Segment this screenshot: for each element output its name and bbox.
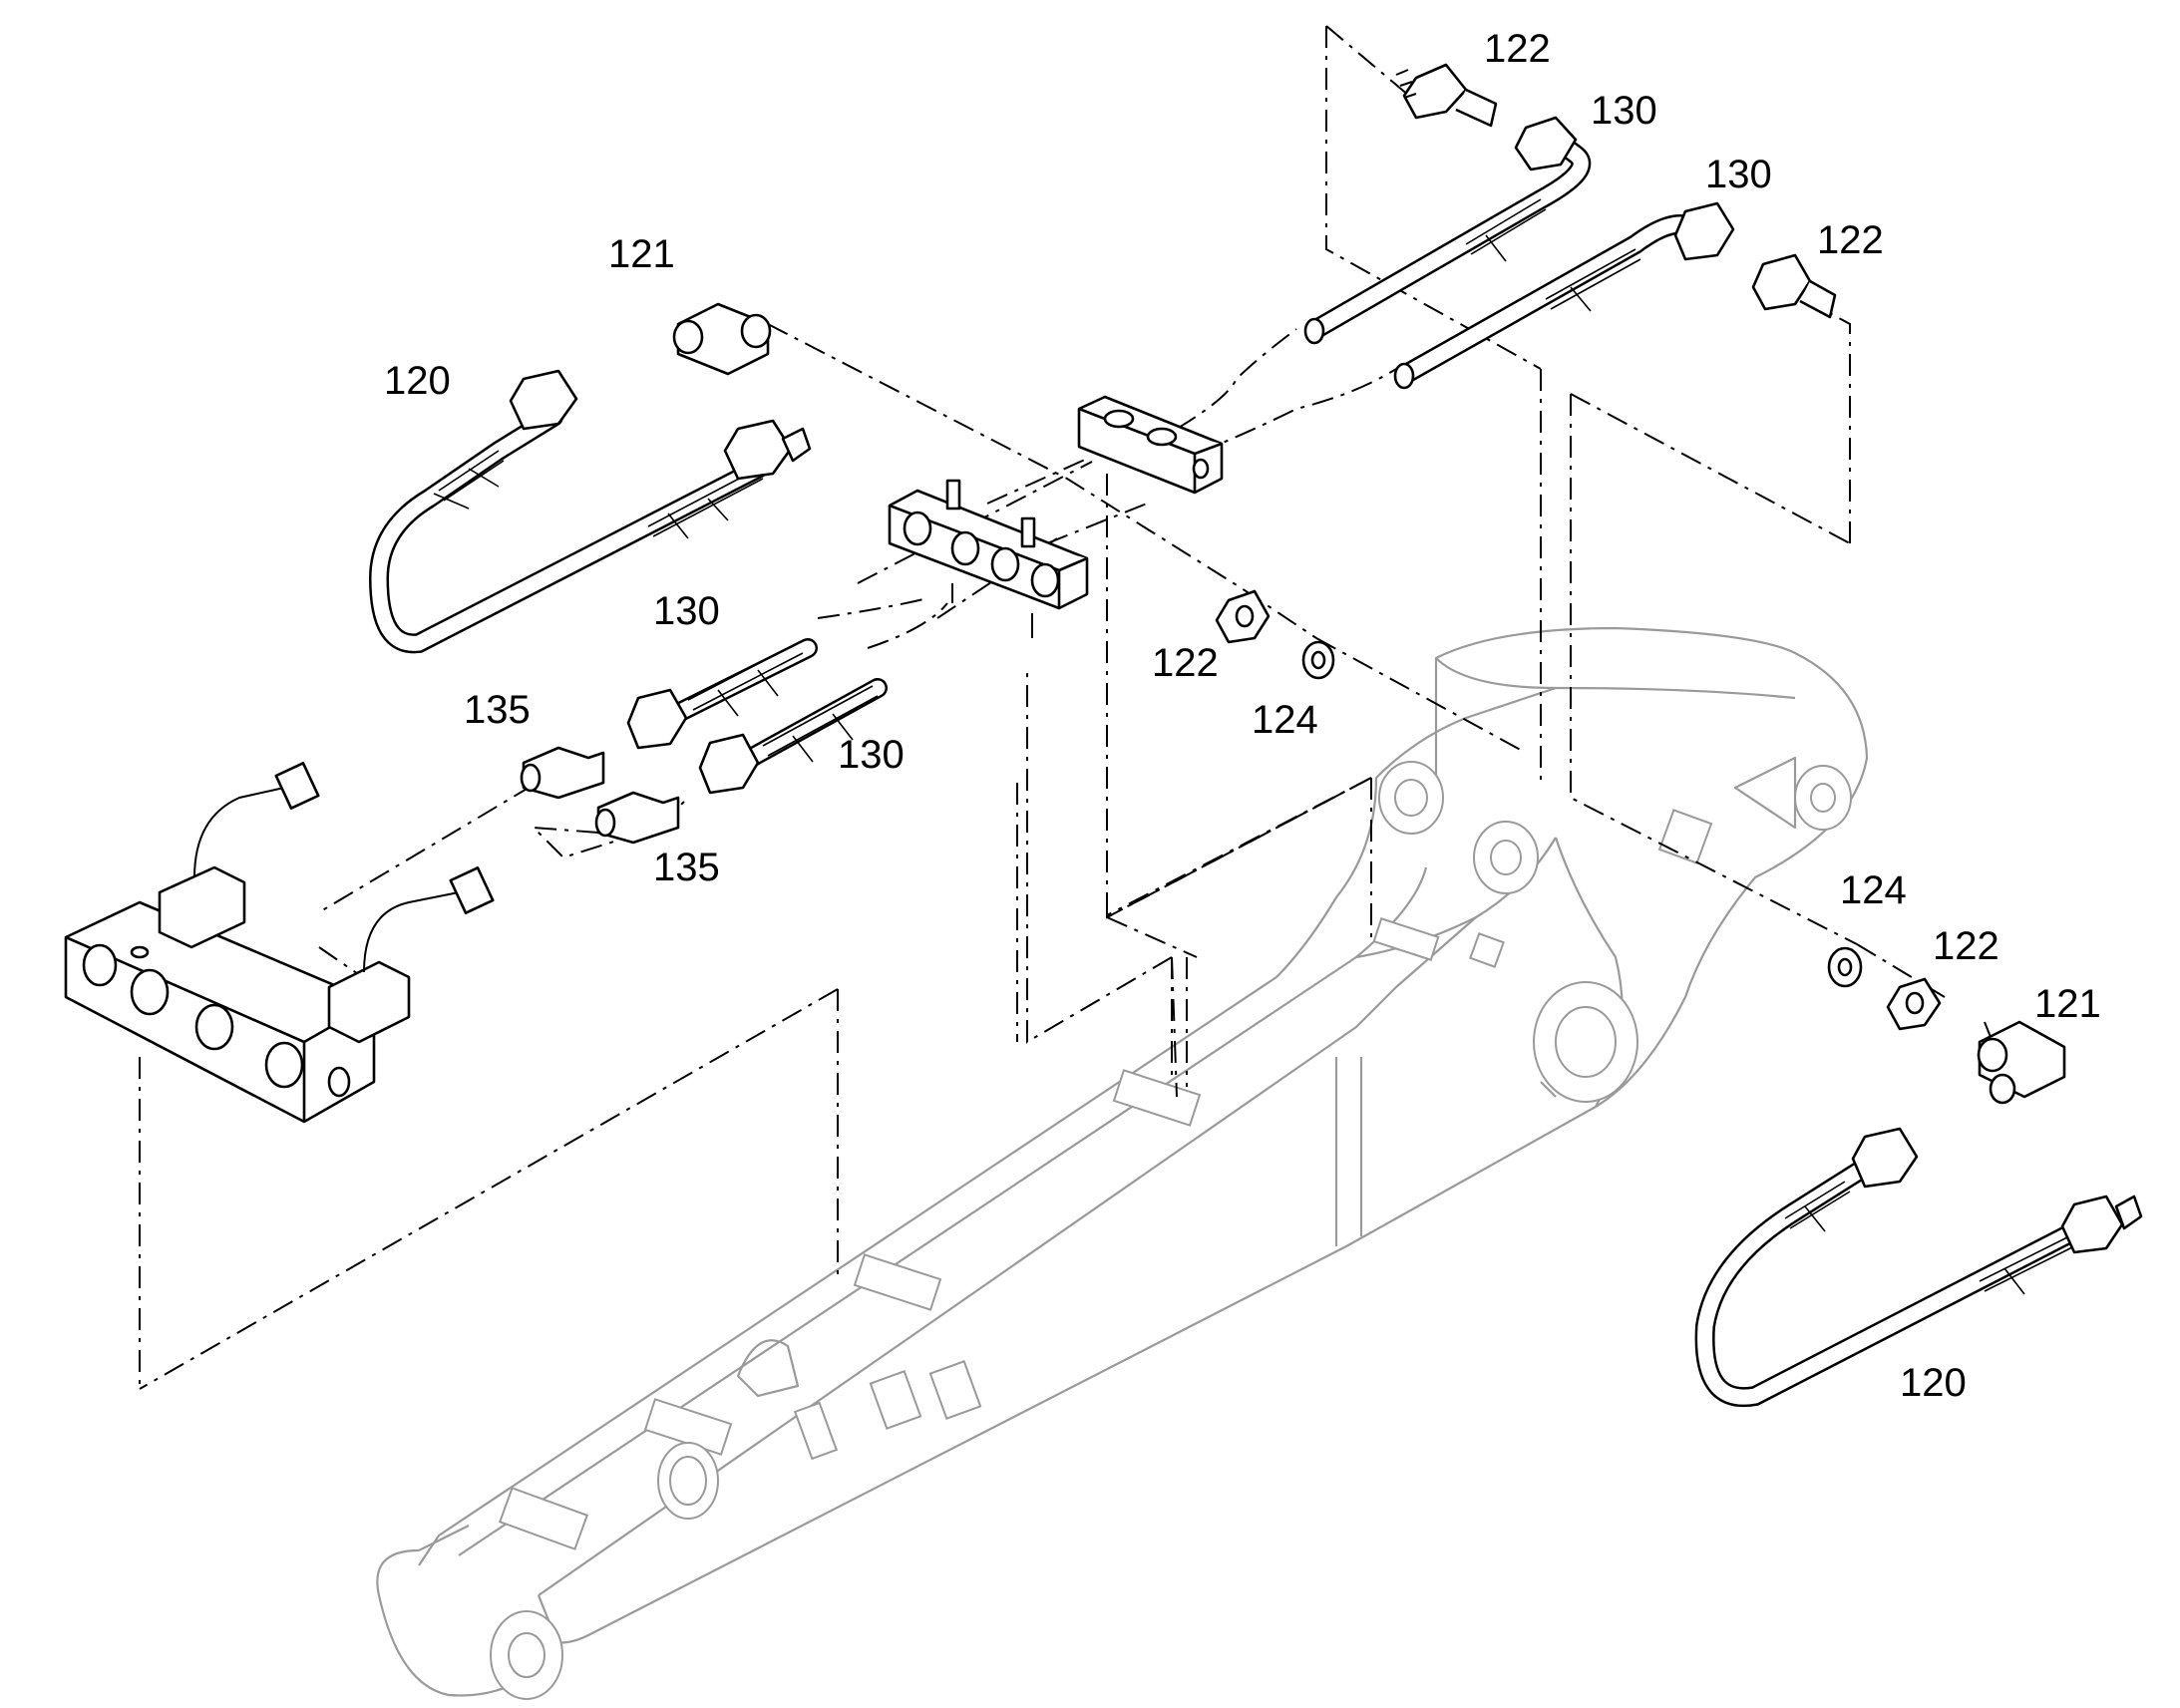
fitting-121-upper <box>672 302 772 376</box>
callout-120-upper: 120 <box>384 359 451 403</box>
callout-122-top: 122 <box>1484 27 1551 71</box>
callout-135-lower: 135 <box>653 846 720 889</box>
hoses-130-lower <box>626 638 888 795</box>
nut-122-middle <box>1215 589 1271 644</box>
callout-124-middle: 124 <box>1252 698 1318 742</box>
callout-130-right: 130 <box>1705 153 1772 196</box>
upper-clamp-block <box>1077 395 1224 495</box>
callout-130-top: 130 <box>1591 89 1657 133</box>
valve-block <box>64 762 495 1124</box>
callout-121-lower: 121 <box>2034 982 2101 1026</box>
callout-124-lower: 124 <box>1840 868 1907 912</box>
washer-124-middle <box>1301 640 1335 680</box>
callout-labels: 122 130 130 122 121 120 130 122 124 135 … <box>384 27 2101 1405</box>
callout-122-lower: 122 <box>1933 924 1999 968</box>
callout-130-left-lower: 130 <box>838 733 905 777</box>
hose-120-upper <box>368 369 812 654</box>
callout-122-right: 122 <box>1817 218 1884 262</box>
boom-arm <box>376 626 1869 1700</box>
callout-120-lower: 120 <box>1900 1361 1967 1405</box>
fitting-122-top <box>1395 63 1498 128</box>
callout-122-middle: 122 <box>1152 641 1219 685</box>
fitting-122-right <box>1751 253 1837 319</box>
fitting-135-upper <box>520 746 605 800</box>
callout-121-upper: 121 <box>608 232 675 276</box>
nut-122-lower <box>1886 977 1942 1031</box>
fitting-121-lower <box>1977 1020 2066 1105</box>
fitting-135-lower <box>594 791 680 845</box>
callout-135-upper: 135 <box>464 688 531 732</box>
hoses-130-upper <box>1303 116 1735 390</box>
callout-130-left-upper: 130 <box>653 589 720 633</box>
washer-124-lower <box>1827 946 1863 988</box>
hose-120-lower <box>1694 1127 2143 1408</box>
lower-clamp-block <box>888 479 1089 638</box>
